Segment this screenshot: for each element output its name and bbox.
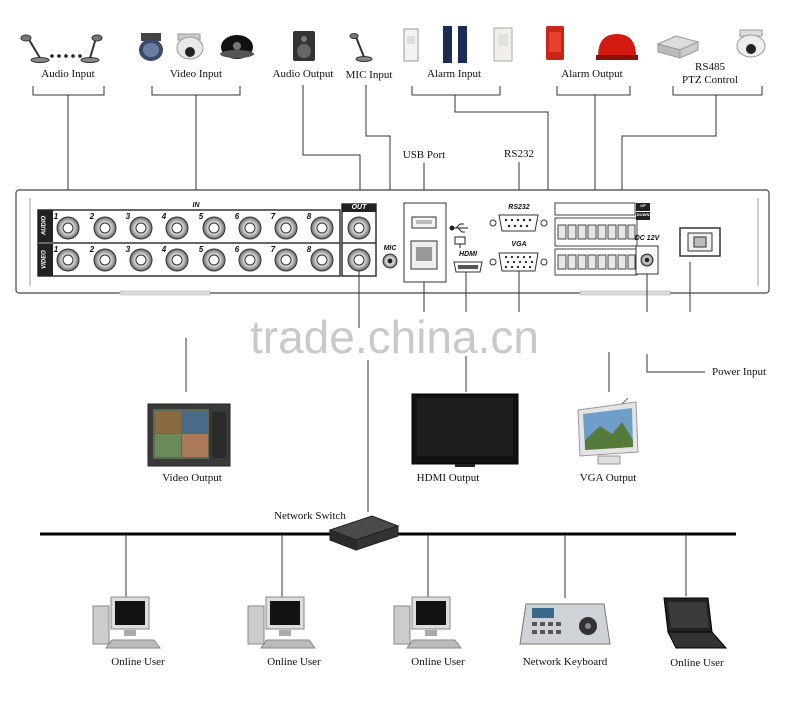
- panel-hdmi-label: HDMI: [459, 251, 477, 258]
- panel-in-label: IN: [192, 202, 200, 209]
- label-online-user-3: Online User: [411, 656, 465, 668]
- pc-icon-1: [92, 596, 161, 649]
- label-network-keyboard: Network Keyboard: [522, 656, 608, 668]
- audio-ch-7: 7: [270, 212, 276, 221]
- audio-ch-3: 3: [125, 212, 131, 221]
- speed-dome-camera-icon: [176, 33, 204, 60]
- ptz-decoder-icon: [656, 35, 700, 59]
- crt-monitor-icon: [147, 403, 231, 467]
- video-ch-7: 7: [270, 245, 276, 254]
- video-ch-8: 8: [306, 245, 312, 254]
- video-ch-4: 4: [161, 245, 167, 254]
- label-vga-output: VGA Output: [579, 472, 637, 484]
- label-usb-port: USB Port: [402, 149, 446, 161]
- panel-out-label: OUT: [351, 204, 367, 211]
- door-sensor-icon: [443, 26, 467, 63]
- pc-icon-2: [247, 596, 316, 649]
- panel-up-label: UP: [640, 203, 646, 208]
- usb-icon: [449, 223, 468, 233]
- label-video-output: Video Output: [162, 472, 222, 484]
- label-video-input: Video Input: [169, 68, 223, 80]
- label-ptz-control: PTZ Control: [682, 74, 738, 86]
- panel-audio-row-label: AUDIO: [41, 215, 48, 236]
- alarm-terminal-block: [554, 202, 650, 276]
- audio-input-mic-icon: [20, 34, 103, 63]
- panel-dc-label: DC 12V: [634, 235, 660, 242]
- audio-ch-1: 1: [53, 212, 59, 221]
- audio-ch-5: 5: [198, 212, 204, 221]
- audio-ch-4: 4: [161, 212, 167, 221]
- label-online-user-2: Online User: [267, 656, 321, 668]
- smoke-detector-icon: [493, 27, 513, 62]
- audio-bnc-connectors: [56, 216, 371, 240]
- label-power-input: Power Input: [711, 366, 767, 378]
- mic-jack: [382, 253, 398, 269]
- panel-video-row-label: VIDEO: [41, 250, 48, 269]
- label-audio-output: Audio Output: [272, 68, 334, 80]
- speaker-icon: [293, 31, 315, 61]
- pir-sensor-icon: [403, 28, 419, 62]
- alarm-strobe-icon: [596, 34, 638, 60]
- drop-lines: [125, 534, 687, 598]
- vga-port: [489, 252, 548, 272]
- audio-ch-2: 2: [89, 212, 95, 221]
- video-ch-3: 3: [125, 245, 131, 254]
- usb-lan-block: [403, 202, 447, 283]
- label-hdmi-output: HDMI Output: [416, 472, 480, 484]
- mic-input-icon: [349, 33, 373, 62]
- laptop-icon: [663, 597, 728, 649]
- dc-power-jack: [635, 245, 659, 275]
- panel-rs232-label: RS232: [508, 204, 530, 211]
- rs232-port: [489, 214, 548, 232]
- dome-camera-icon: [220, 35, 254, 59]
- watermark: trade.china.cn: [250, 311, 539, 363]
- power-switch: [679, 227, 721, 257]
- output-wires: [185, 262, 705, 512]
- label-mic-input: MIC Input: [345, 69, 393, 81]
- network-keyboard-icon: [519, 603, 611, 645]
- panel-mic-label: MIC: [383, 245, 397, 252]
- video-ch-5: 5: [198, 245, 204, 254]
- network-switch-icon: [328, 515, 400, 551]
- label-alarm-output: Alarm Output: [561, 68, 623, 80]
- video-bnc-connectors: [56, 248, 371, 272]
- label-online-user-4: Online User: [670, 657, 724, 669]
- audio-ch-8: 8: [306, 212, 312, 221]
- audio-ch-6: 6: [234, 212, 240, 221]
- pc-icon-3: [393, 596, 462, 649]
- label-alarm-input: Alarm Input: [426, 68, 482, 80]
- panel-vga-label: VGA: [511, 241, 527, 248]
- siren-icon: [546, 26, 564, 60]
- panel-down-label: DOWN: [636, 212, 650, 217]
- ellipsis-dots: [50, 54, 82, 58]
- video-ch-2: 2: [89, 245, 95, 254]
- video-ch-1: 1: [53, 245, 59, 254]
- top-brackets: [32, 86, 763, 96]
- lan-icon: [454, 236, 466, 248]
- label-online-user-1: Online User: [111, 656, 165, 668]
- ptz-dome-camera-icon: [139, 33, 163, 61]
- label-audio-input: Audio Input: [41, 68, 95, 80]
- hdmi-tv-icon: [411, 393, 519, 467]
- vga-monitor-icon: [577, 397, 639, 465]
- label-rs232: RS232: [504, 148, 534, 160]
- video-ch-6: 6: [234, 245, 240, 254]
- ptz-camera-icon: [736, 29, 766, 58]
- hdmi-port: [453, 261, 483, 273]
- label-network-switch: Network Switch: [274, 510, 346, 522]
- label-ptz-rs485: RS485: [695, 61, 725, 73]
